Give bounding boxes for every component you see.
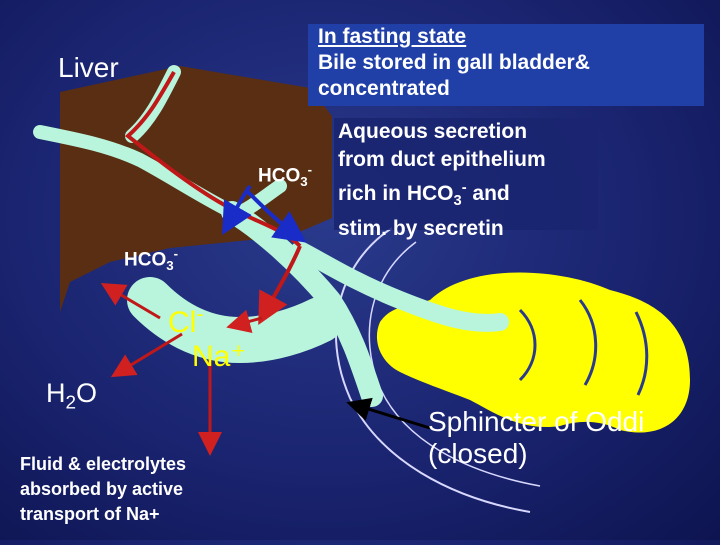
aqueous-secretion-note: Aqueous secretion from duct epithelium r… xyxy=(334,118,598,230)
aqueous-line-4: stim. by secretin xyxy=(338,215,598,243)
hco3-lower-base: HCO xyxy=(124,249,166,270)
h2o-h: H xyxy=(46,378,66,408)
cl-na-label: Cl- Na⁺ xyxy=(168,298,246,374)
fluid-line-2: absorbed by active xyxy=(20,477,186,502)
fasting-title: In fasting state xyxy=(318,24,704,50)
aqueous-line-3-pre: rich in HCO xyxy=(338,182,454,205)
cl-sup: - xyxy=(196,303,203,326)
h2o-sub: 2 xyxy=(66,392,77,413)
hco3-upper-sup: - xyxy=(308,162,312,177)
hco3-lower-sub: 3 xyxy=(166,258,173,273)
h2o-label: H2O xyxy=(46,378,97,414)
hco3-label-upper: HCO3- xyxy=(258,162,312,189)
aqueous-line-3-sub: 3 xyxy=(454,193,462,209)
oddi-line-1: Sphincter of Oddi xyxy=(428,406,644,438)
aqueous-line-3: rich in HCO3- and xyxy=(338,174,598,215)
hco3-lower-sup: - xyxy=(174,246,178,261)
hco3-label-lower: HCO3- xyxy=(124,246,178,273)
cl-base: Cl xyxy=(168,306,196,339)
fluid-line-1: Fluid & electrolytes xyxy=(20,452,186,477)
fasting-line-3: concentrated xyxy=(318,76,704,102)
h2o-o: O xyxy=(76,378,97,408)
hco3-upper-base: HCO xyxy=(258,165,300,186)
fluid-line-3: transport of Na+ xyxy=(20,502,186,527)
fasting-state-box: In fasting state Bile stored in gall bla… xyxy=(308,24,704,106)
fasting-line-2: Bile stored in gall bladder& xyxy=(318,50,704,76)
aqueous-line-1: Aqueous secretion xyxy=(338,118,598,146)
na-ion: Na⁺ xyxy=(168,340,246,374)
oddi-line-2: (closed) xyxy=(428,438,644,470)
hco3-upper-sub: 3 xyxy=(300,174,307,189)
cl-ion: Cl- xyxy=(168,306,203,339)
sphincter-of-oddi-label: Sphincter of Oddi (closed) xyxy=(428,406,644,470)
liver-label: Liver xyxy=(58,52,119,84)
fluid-absorption-note: Fluid & electrolytes absorbed by active … xyxy=(20,452,186,527)
aqueous-line-3-post: and xyxy=(467,182,510,205)
aqueous-line-2: from duct epithelium xyxy=(338,146,598,174)
